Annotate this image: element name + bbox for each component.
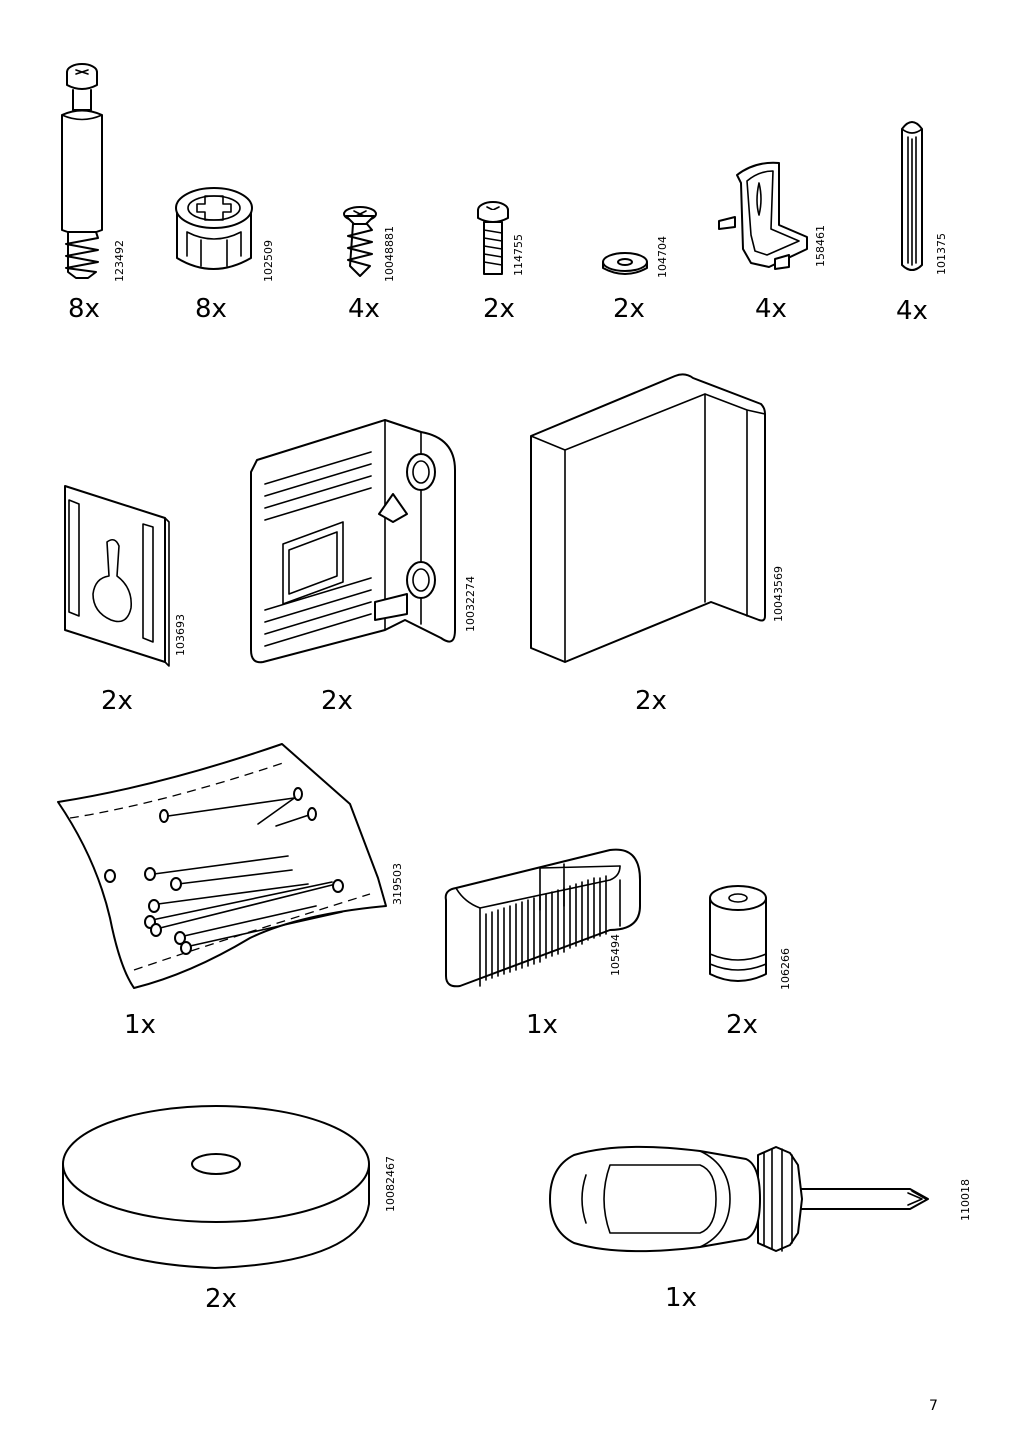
part-bracket: 10032274 2x bbox=[245, 410, 485, 720]
nail-bag-icon bbox=[57, 743, 387, 989]
wood-screw-icon bbox=[343, 206, 377, 277]
part-wood-screw: 10048881 4x bbox=[330, 200, 410, 330]
part-shelf-support: 158461 4x bbox=[715, 155, 835, 330]
part-machine-screw: 114755 2x bbox=[465, 200, 555, 330]
quantity-label: 4x bbox=[896, 296, 928, 326]
part-corner-block: 10043569 2x bbox=[525, 370, 795, 720]
part-code: 106266 bbox=[779, 948, 792, 990]
part-code: 105494 bbox=[609, 934, 622, 976]
cam-lock-icon bbox=[175, 187, 253, 270]
part-cam-bolt: 123492 8x bbox=[40, 60, 140, 330]
part-cam-lock: 102509 8x bbox=[165, 180, 285, 330]
part-nail-bag: 319503 1x bbox=[50, 738, 410, 1048]
part-disc-foot: 10082467 2x bbox=[55, 1100, 415, 1320]
quantity-label: 2x bbox=[635, 686, 667, 716]
quantity-label: 2x bbox=[101, 686, 133, 716]
part-code: 158461 bbox=[814, 225, 827, 267]
bracket-icon bbox=[250, 419, 456, 664]
shelf-support-icon bbox=[718, 161, 808, 270]
part-code: 110018 bbox=[959, 1179, 972, 1221]
part-code: 10032274 bbox=[464, 576, 477, 632]
quantity-label: 8x bbox=[68, 294, 100, 324]
quantity-label: 2x bbox=[726, 1010, 758, 1040]
quantity-label: 2x bbox=[483, 294, 515, 324]
quantity-label: 4x bbox=[755, 294, 787, 324]
quantity-label: 1x bbox=[526, 1010, 558, 1040]
machine-screw-icon bbox=[477, 201, 509, 275]
washer-icon bbox=[602, 252, 648, 275]
part-spacer: 106266 2x bbox=[700, 880, 820, 1048]
part-code: 10043569 bbox=[772, 566, 785, 622]
part-code: 102509 bbox=[262, 240, 275, 282]
part-code: 103693 bbox=[174, 614, 187, 656]
wedge-icon bbox=[444, 848, 641, 988]
part-code: 319503 bbox=[391, 863, 404, 905]
cam-bolt-icon bbox=[61, 63, 103, 279]
part-code: 104704 bbox=[656, 236, 669, 278]
spacer-icon bbox=[709, 885, 767, 982]
quantity-label: 1x bbox=[124, 1010, 156, 1040]
quantity-label: 2x bbox=[321, 686, 353, 716]
part-washer: 104704 2x bbox=[595, 230, 685, 330]
part-code: 10082467 bbox=[384, 1156, 397, 1212]
screwdriver-icon bbox=[549, 1145, 929, 1253]
part-keyhole-plate: 103693 2x bbox=[55, 480, 215, 720]
dowel-icon bbox=[901, 121, 923, 271]
quantity-label: 1x bbox=[665, 1283, 697, 1313]
quantity-label: 8x bbox=[195, 294, 227, 324]
quantity-label: 2x bbox=[205, 1284, 237, 1314]
keyhole-plate-icon bbox=[64, 485, 170, 667]
quantity-label: 4x bbox=[348, 294, 380, 324]
part-dowel: 101375 4x bbox=[880, 115, 970, 330]
disc-foot-icon bbox=[62, 1105, 370, 1269]
quantity-label: 2x bbox=[613, 294, 645, 324]
part-code: 114755 bbox=[512, 234, 525, 276]
part-code: 123492 bbox=[113, 240, 126, 282]
page-number: 7 bbox=[929, 1398, 938, 1414]
part-code: 10048881 bbox=[383, 226, 396, 282]
corner-block-icon bbox=[530, 373, 766, 663]
part-code: 101375 bbox=[935, 233, 948, 275]
part-screwdriver: 110018 1x bbox=[549, 1135, 990, 1320]
part-wedge: 105494 1x bbox=[440, 840, 641, 1048]
